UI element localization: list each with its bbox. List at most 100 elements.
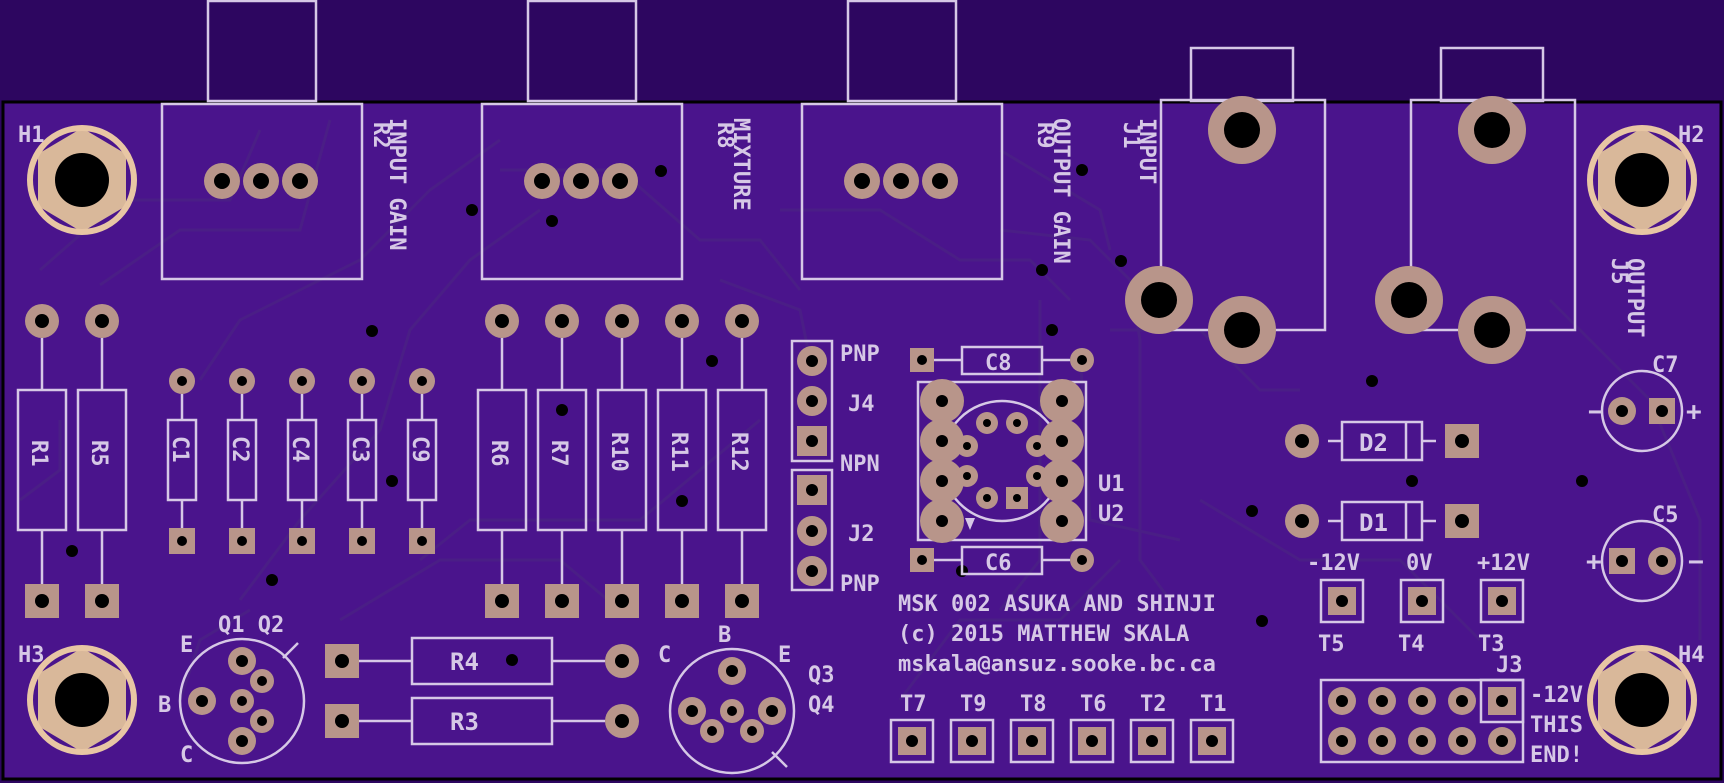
cap-c6-label: C6: [985, 551, 1012, 576]
pot-r9: R9 OUTPUT GAIN: [800, 102, 1073, 281]
q1-b-label: B: [158, 693, 171, 718]
cap-c5-plus: +: [1586, 547, 1602, 577]
mount-hole-h2: [1587, 125, 1697, 235]
jack-j5-ref: J5: [1606, 258, 1631, 285]
q3-ref: Q3: [808, 663, 835, 688]
res-r10-label: R10: [606, 432, 631, 472]
resistors-mid: R6 R7 R10 R11 R12: [476, 304, 768, 618]
mount-hole-h1: [27, 125, 137, 235]
pot-r9-ref: R9: [1032, 122, 1057, 149]
capacitors-row: C1 C2 C4 C3 C9: [166, 368, 438, 554]
j3-note-line1: -12V: [1530, 683, 1583, 708]
j3-note-line3: END!: [1530, 743, 1583, 768]
j4-bottom-label: NPN: [840, 452, 880, 477]
pot-r2: R2 INPUT GAIN: [160, 102, 409, 281]
q1-q2-label: Q1 Q2: [218, 613, 284, 638]
j3-note-line2: THIS: [1530, 713, 1583, 738]
q1-c-label: C: [180, 743, 193, 768]
ic-u1-label: U1: [1098, 472, 1125, 497]
diode-d1-label: D1: [1359, 509, 1388, 537]
cap-c7: − + C7: [1588, 353, 1702, 453]
res-r7-label: R7: [546, 440, 571, 467]
res-r12-label: R12: [726, 432, 751, 472]
connector-j3: J3 -12V THIS END!: [1319, 653, 1583, 768]
test-t1-label: T1: [1200, 692, 1227, 717]
pot-r9-name: OUTPUT GAIN: [1048, 118, 1073, 264]
resistors-left: R1 R5: [16, 304, 128, 618]
jack-j1-ref: J1: [1118, 122, 1143, 149]
label-h4: H4: [1678, 643, 1705, 668]
cap-c5-minus: −: [1688, 547, 1704, 577]
pot-r2-name: INPUT GAIN: [384, 118, 409, 250]
test-t7-label: T7: [900, 692, 927, 717]
j4-top-label: PNP: [840, 342, 880, 367]
jack-j5-name: OUTPUT: [1622, 258, 1647, 337]
credit-line-copyright: (c) 2015 MATTHEW SKALA: [898, 622, 1189, 647]
j2-ref: J2: [848, 522, 875, 547]
vias: [66, 164, 1588, 666]
transistor-q3-q4: B C E Q3 Q4: [658, 623, 835, 775]
diode-d1: D1: [1285, 500, 1479, 542]
test-t6-label: T6: [1080, 692, 1107, 717]
jack-j5: J5 OUTPUT: [1375, 96, 1647, 364]
q3-c-label: C: [658, 643, 671, 668]
credit-line-title: MSK 002 ASUKA AND SHINJI: [898, 592, 1216, 617]
pot-r8: R8 MIXTURE: [480, 102, 753, 281]
res-r11-label: R11: [666, 432, 691, 472]
test-t9-label: T9: [960, 692, 987, 717]
res-r4-label: R4: [450, 648, 479, 676]
test-t8-label: T8: [1020, 692, 1047, 717]
res-r6-label: R6: [486, 440, 511, 467]
power-label-minus12: -12V: [1307, 551, 1360, 576]
power-label-0v: 0V: [1406, 551, 1433, 576]
cap-c5: + − C5: [1586, 503, 1704, 603]
header-j4: PNP J4 NPN: [790, 339, 880, 477]
mount-hole-h3: [27, 645, 137, 755]
cap-c1-label: C1: [167, 436, 192, 463]
mount-hole-h4: [1587, 645, 1697, 755]
cap-c2-label: C2: [227, 436, 252, 463]
test-t3-label: T3: [1478, 632, 1505, 657]
cap-c6: C6: [910, 545, 1094, 576]
credits-block: MSK 002 ASUKA AND SHINJI (c) 2015 MATTHE…: [898, 592, 1216, 677]
cap-c9-label: C9: [407, 436, 432, 463]
q4-ref: Q4: [808, 693, 835, 718]
q3-b-label: B: [718, 623, 731, 648]
cap-c3-label: C3: [347, 436, 372, 463]
resistor-r3: R3: [325, 696, 639, 746]
power-test-points: -12V 0V +12V T5 T4 T3: [1307, 551, 1530, 657]
j2-bottom-label: PNP: [840, 572, 880, 597]
cap-c4-label: C4: [287, 436, 312, 463]
cap-c8-label: C8: [985, 351, 1012, 376]
test-t2-label: T2: [1140, 692, 1167, 717]
resistor-r4: R4: [325, 636, 639, 686]
pot-r8-name: MIXTURE: [728, 118, 753, 211]
test-points-row: T7 T9 T8 T6 T2 T1: [889, 692, 1235, 764]
q3-e-label: E: [778, 643, 791, 668]
copper-traces: [19, 119, 1702, 701]
diode-d2: D2: [1285, 420, 1479, 462]
credit-line-email: mskala@ansuz.sooke.bc.ca: [898, 652, 1216, 677]
label-h2: H2: [1678, 123, 1705, 148]
ic-u2-label: U2: [1098, 502, 1125, 527]
cap-c7-plus: +: [1686, 397, 1702, 427]
label-h3: H3: [18, 643, 45, 668]
j3-ref: J3: [1496, 653, 1523, 678]
cap-c8: C8: [910, 345, 1094, 376]
pot-r8-ref: R8: [712, 122, 737, 149]
j4-ref: J4: [848, 392, 875, 417]
label-h1: H1: [18, 123, 45, 148]
test-t4-label: T4: [1398, 632, 1425, 657]
res-r3-label: R3: [450, 708, 479, 736]
q1-e-label: E: [180, 633, 193, 658]
transistor-q1-q2: Q1 Q2 E B C: [158, 613, 306, 768]
cap-c5-ref: C5: [1652, 503, 1679, 528]
res-r1-label: R1: [26, 440, 51, 467]
res-r5-label: R5: [86, 440, 111, 467]
header-j2: J2 PNP: [790, 468, 880, 597]
power-label-plus12: +12V: [1477, 551, 1530, 576]
test-t5-label: T5: [1318, 632, 1345, 657]
jack-j1-name: INPUT: [1134, 118, 1159, 184]
jack-j1: J1 INPUT: [1118, 96, 1327, 364]
